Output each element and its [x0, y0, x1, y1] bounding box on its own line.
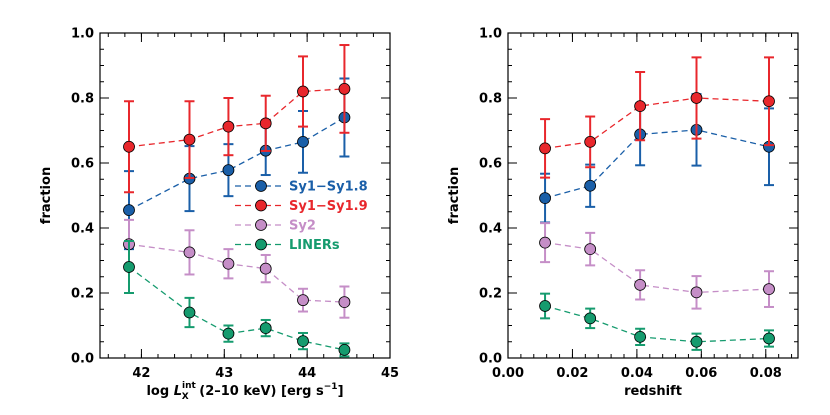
series-3 — [123, 240, 351, 358]
series-line — [544, 305, 770, 343]
x-tick-label: 45 — [381, 366, 399, 381]
series-2 — [539, 222, 775, 310]
data-point — [297, 135, 309, 148]
series-0 — [539, 93, 775, 224]
data-point — [183, 133, 196, 146]
legend-marker — [255, 180, 267, 192]
y-tick-label: 1.0 — [71, 27, 94, 42]
data-point — [123, 140, 135, 153]
x-tick-label: 0.00 — [492, 366, 524, 381]
data-point — [584, 179, 597, 192]
y-tick-label: 0.6 — [479, 157, 502, 172]
legend-label: Sy1−Sy1.9 — [289, 199, 368, 214]
data-point — [584, 312, 597, 325]
x-label-close: ] — [338, 384, 344, 399]
x-axis-label: redshift — [624, 384, 682, 399]
data-point — [690, 335, 703, 348]
x-tick-label: 0.08 — [750, 366, 782, 381]
legend-marker — [255, 238, 267, 251]
data-point — [539, 236, 551, 249]
series-line — [128, 88, 345, 148]
x-tick-label: 42 — [132, 366, 150, 381]
data-point — [634, 100, 647, 113]
x-label-unit-sup: −1 — [324, 382, 338, 392]
data-point — [222, 120, 235, 133]
series-line — [128, 243, 345, 303]
y-axis-label: fraction — [39, 167, 54, 224]
series-line — [544, 129, 770, 199]
x-tick-label: 0.04 — [621, 366, 653, 381]
x-label-prefix: log — [146, 384, 173, 399]
data-point — [539, 192, 551, 205]
legend-marker — [255, 199, 267, 212]
data-point — [634, 330, 647, 343]
legend-marker — [255, 219, 267, 231]
data-point — [539, 142, 551, 155]
data-point — [297, 85, 309, 98]
y-tick-label: 0.6 — [71, 157, 94, 172]
data-point — [259, 262, 272, 275]
x-label-symbol: L — [174, 384, 182, 399]
y-tick-label: 0.4 — [479, 222, 502, 237]
y-tick-label: 0.2 — [479, 287, 502, 302]
data-point — [222, 164, 235, 177]
y-tick-label: 1.0 — [479, 27, 502, 42]
series-line — [545, 97, 770, 150]
y-axis-label: fraction — [447, 167, 462, 224]
legend-label: Sy2 — [289, 219, 316, 234]
y-tick-label: 0.0 — [71, 352, 94, 367]
data-point — [584, 135, 597, 148]
data-point — [183, 306, 196, 319]
data-point — [690, 286, 703, 299]
data-point — [123, 204, 135, 217]
series-1 — [123, 44, 351, 194]
x-label-sub: X — [182, 392, 189, 402]
series-line — [545, 241, 770, 294]
data-point — [763, 332, 775, 345]
y-tick-label: 0.2 — [71, 287, 94, 302]
series-2 — [123, 218, 351, 319]
x-label-sup: int — [182, 381, 196, 391]
series-line — [128, 266, 345, 351]
series-line — [128, 116, 345, 211]
axes-frame — [99, 32, 391, 359]
series-0 — [123, 77, 351, 251]
series-1 — [539, 56, 775, 179]
data-point — [297, 294, 309, 307]
panel-redshift: 0.0 0.2 0.4 0.6 0.8 1.0 0.00 0.02 0.04 0.06 0.08 fr… — [447, 27, 799, 399]
axes-frame — [507, 32, 799, 359]
data-point — [338, 296, 351, 309]
x-tick-label: 43 — [215, 366, 233, 381]
y-tick-label: 0.0 — [479, 352, 502, 367]
data-point — [763, 283, 775, 296]
x-tick-label: 0.06 — [685, 366, 717, 381]
data-point — [539, 300, 551, 312]
x-label-suffix: (2–10 keV) [erg s — [195, 384, 324, 399]
data-point — [690, 92, 703, 104]
series-3 — [539, 292, 775, 351]
data-point — [259, 322, 272, 335]
data-point — [338, 83, 351, 95]
data-point — [222, 327, 235, 340]
data-point — [634, 278, 647, 291]
data-point — [584, 243, 597, 256]
x-tick-label: 0.02 — [556, 366, 588, 381]
data-point — [222, 257, 235, 270]
data-point — [183, 246, 196, 259]
y-tick-label: 0.8 — [71, 92, 94, 107]
y-tick-label: 0.8 — [479, 92, 502, 107]
legend-label: LINERs — [289, 238, 340, 253]
data-point — [259, 117, 272, 130]
data-point — [763, 95, 775, 108]
data-point — [123, 261, 135, 273]
legend-label: Sy1−Sy1.8 — [289, 180, 368, 195]
data-point — [338, 343, 351, 356]
y-tick-label: 0.4 — [71, 222, 94, 237]
panel-luminosity: 0.0 0.2 0.4 0.6 0.8 1.0 42 43 44 45 fraction log Li… — [39, 27, 399, 403]
x-tick-label: 44 — [298, 366, 316, 381]
data-point — [297, 335, 309, 348]
